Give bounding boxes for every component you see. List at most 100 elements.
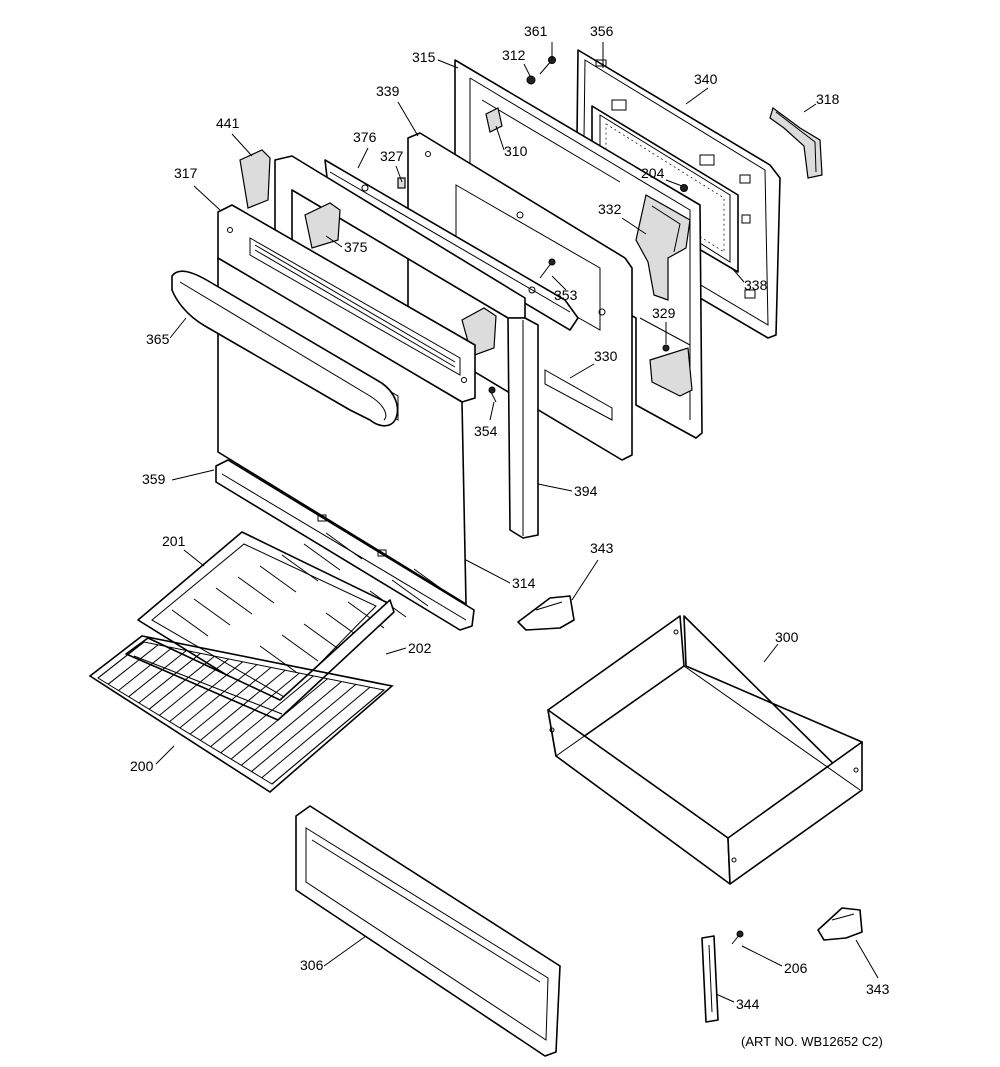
callout-label-394: 394 bbox=[574, 483, 598, 499]
leader-line-340 bbox=[685, 87, 709, 105]
callout-label-204: 204 bbox=[641, 165, 665, 181]
part-204-screw bbox=[680, 184, 688, 192]
part-354-screw bbox=[488, 386, 497, 403]
rack-bar bbox=[210, 672, 300, 747]
leader-line-330 bbox=[569, 363, 595, 379]
grid-slot bbox=[193, 598, 231, 626]
leader-line-202 bbox=[385, 647, 407, 655]
part-329-hinge-receiver bbox=[649, 347, 693, 397]
leader-line-376 bbox=[357, 147, 369, 169]
grid-slot bbox=[303, 543, 341, 571]
callout-label-338: 338 bbox=[744, 277, 768, 293]
part-353-screw bbox=[539, 258, 556, 279]
leader-line-317 bbox=[193, 185, 221, 211]
rack-bar bbox=[240, 681, 342, 766]
grid-slot bbox=[391, 579, 429, 607]
callout-label-340: 340 bbox=[694, 71, 718, 87]
rack-bar bbox=[97, 641, 145, 679]
rack-bar bbox=[159, 658, 230, 716]
rack-bar bbox=[169, 661, 244, 722]
callout-label-327: 327 bbox=[380, 148, 404, 164]
part-327-clip bbox=[397, 177, 406, 189]
grid-slot bbox=[281, 554, 319, 582]
grid-slot bbox=[303, 623, 341, 651]
rack-bar bbox=[138, 652, 201, 704]
leader-line-204 bbox=[665, 179, 683, 187]
callout-label-365: 365 bbox=[146, 331, 170, 347]
leader-line-327 bbox=[395, 165, 403, 183]
grid-slot bbox=[413, 568, 451, 596]
callout-label-376: 376 bbox=[353, 129, 377, 145]
rack-bar bbox=[251, 684, 357, 772]
leader-line-312 bbox=[523, 63, 531, 77]
rack-bar bbox=[189, 667, 272, 735]
leader-line-338 bbox=[731, 267, 745, 283]
part-329-screw bbox=[662, 344, 670, 352]
leader-line-306 bbox=[323, 935, 367, 967]
part-332-hinge bbox=[635, 194, 691, 301]
part-310-clip bbox=[485, 107, 503, 133]
leader-line-344 bbox=[715, 993, 735, 1003]
part-361-screw bbox=[539, 56, 556, 75]
grid-slot bbox=[259, 565, 297, 593]
callout-label-339: 339 bbox=[376, 83, 400, 99]
rack-bar bbox=[230, 678, 328, 760]
part-318-gasket bbox=[769, 107, 823, 179]
leader-line-339 bbox=[397, 101, 419, 137]
leader-line-300 bbox=[763, 643, 779, 663]
callout-label-200: 200 bbox=[130, 758, 154, 774]
part-344-drawer-slide bbox=[701, 935, 719, 1023]
grid-slot bbox=[259, 645, 297, 673]
callout-label-441: 441 bbox=[216, 115, 240, 131]
leader-line-354 bbox=[489, 401, 495, 421]
leader-line-310 bbox=[495, 125, 505, 151]
leader-line-206 bbox=[741, 945, 783, 967]
part-365-handle bbox=[171, 270, 399, 427]
callout-label-206: 206 bbox=[784, 960, 808, 976]
leader-line-375 bbox=[325, 235, 343, 248]
callout-label-354: 354 bbox=[474, 423, 498, 439]
part-206-screw bbox=[731, 930, 744, 945]
part-359-bottom-trim bbox=[215, 459, 475, 631]
rack-bar bbox=[200, 669, 286, 741]
callout-label-329: 329 bbox=[652, 305, 676, 321]
callout-label-343: 343 bbox=[590, 540, 614, 556]
leader-line-343 bbox=[855, 939, 879, 979]
leader-line-343 bbox=[571, 559, 599, 601]
rack-bar bbox=[261, 686, 371, 779]
rack-bar bbox=[220, 675, 314, 754]
callout-label-332: 332 bbox=[598, 201, 622, 217]
rack-bar bbox=[148, 655, 215, 710]
rack-bar bbox=[107, 644, 159, 685]
callout-label-315: 315 bbox=[412, 49, 436, 65]
callout-label-361: 361 bbox=[524, 23, 548, 39]
callout-label-344: 344 bbox=[736, 996, 760, 1012]
part-343-bracket-lower bbox=[817, 907, 863, 941]
leader-line-353 bbox=[551, 275, 567, 291]
callout-label-359: 359 bbox=[142, 471, 166, 487]
grid-slot bbox=[281, 634, 319, 662]
rack-bar bbox=[179, 664, 258, 729]
art-number: (ART NO. WB12652 C2) bbox=[741, 1034, 883, 1049]
callout-label-356: 356 bbox=[590, 23, 614, 39]
leader-line-318 bbox=[803, 103, 817, 113]
callout-label-202: 202 bbox=[408, 640, 432, 656]
callout-label-310: 310 bbox=[504, 143, 528, 159]
rack-bar bbox=[118, 647, 173, 691]
grid-slot bbox=[237, 576, 275, 604]
callout-label-375: 375 bbox=[344, 239, 368, 255]
callout-label-201: 201 bbox=[162, 533, 186, 549]
part-312-nut bbox=[526, 75, 536, 85]
leader-line-201 bbox=[183, 549, 205, 567]
callout-label-353: 353 bbox=[554, 287, 578, 303]
leader-line-394 bbox=[537, 483, 573, 492]
grid-slot bbox=[171, 609, 209, 637]
leader-line-365 bbox=[169, 317, 187, 339]
part-343-bracket-upper bbox=[517, 595, 575, 631]
callout-label-343: 343 bbox=[866, 981, 890, 997]
leader-line-332 bbox=[621, 217, 647, 235]
callout-label-312: 312 bbox=[502, 47, 526, 63]
leader-line-359 bbox=[171, 469, 215, 481]
